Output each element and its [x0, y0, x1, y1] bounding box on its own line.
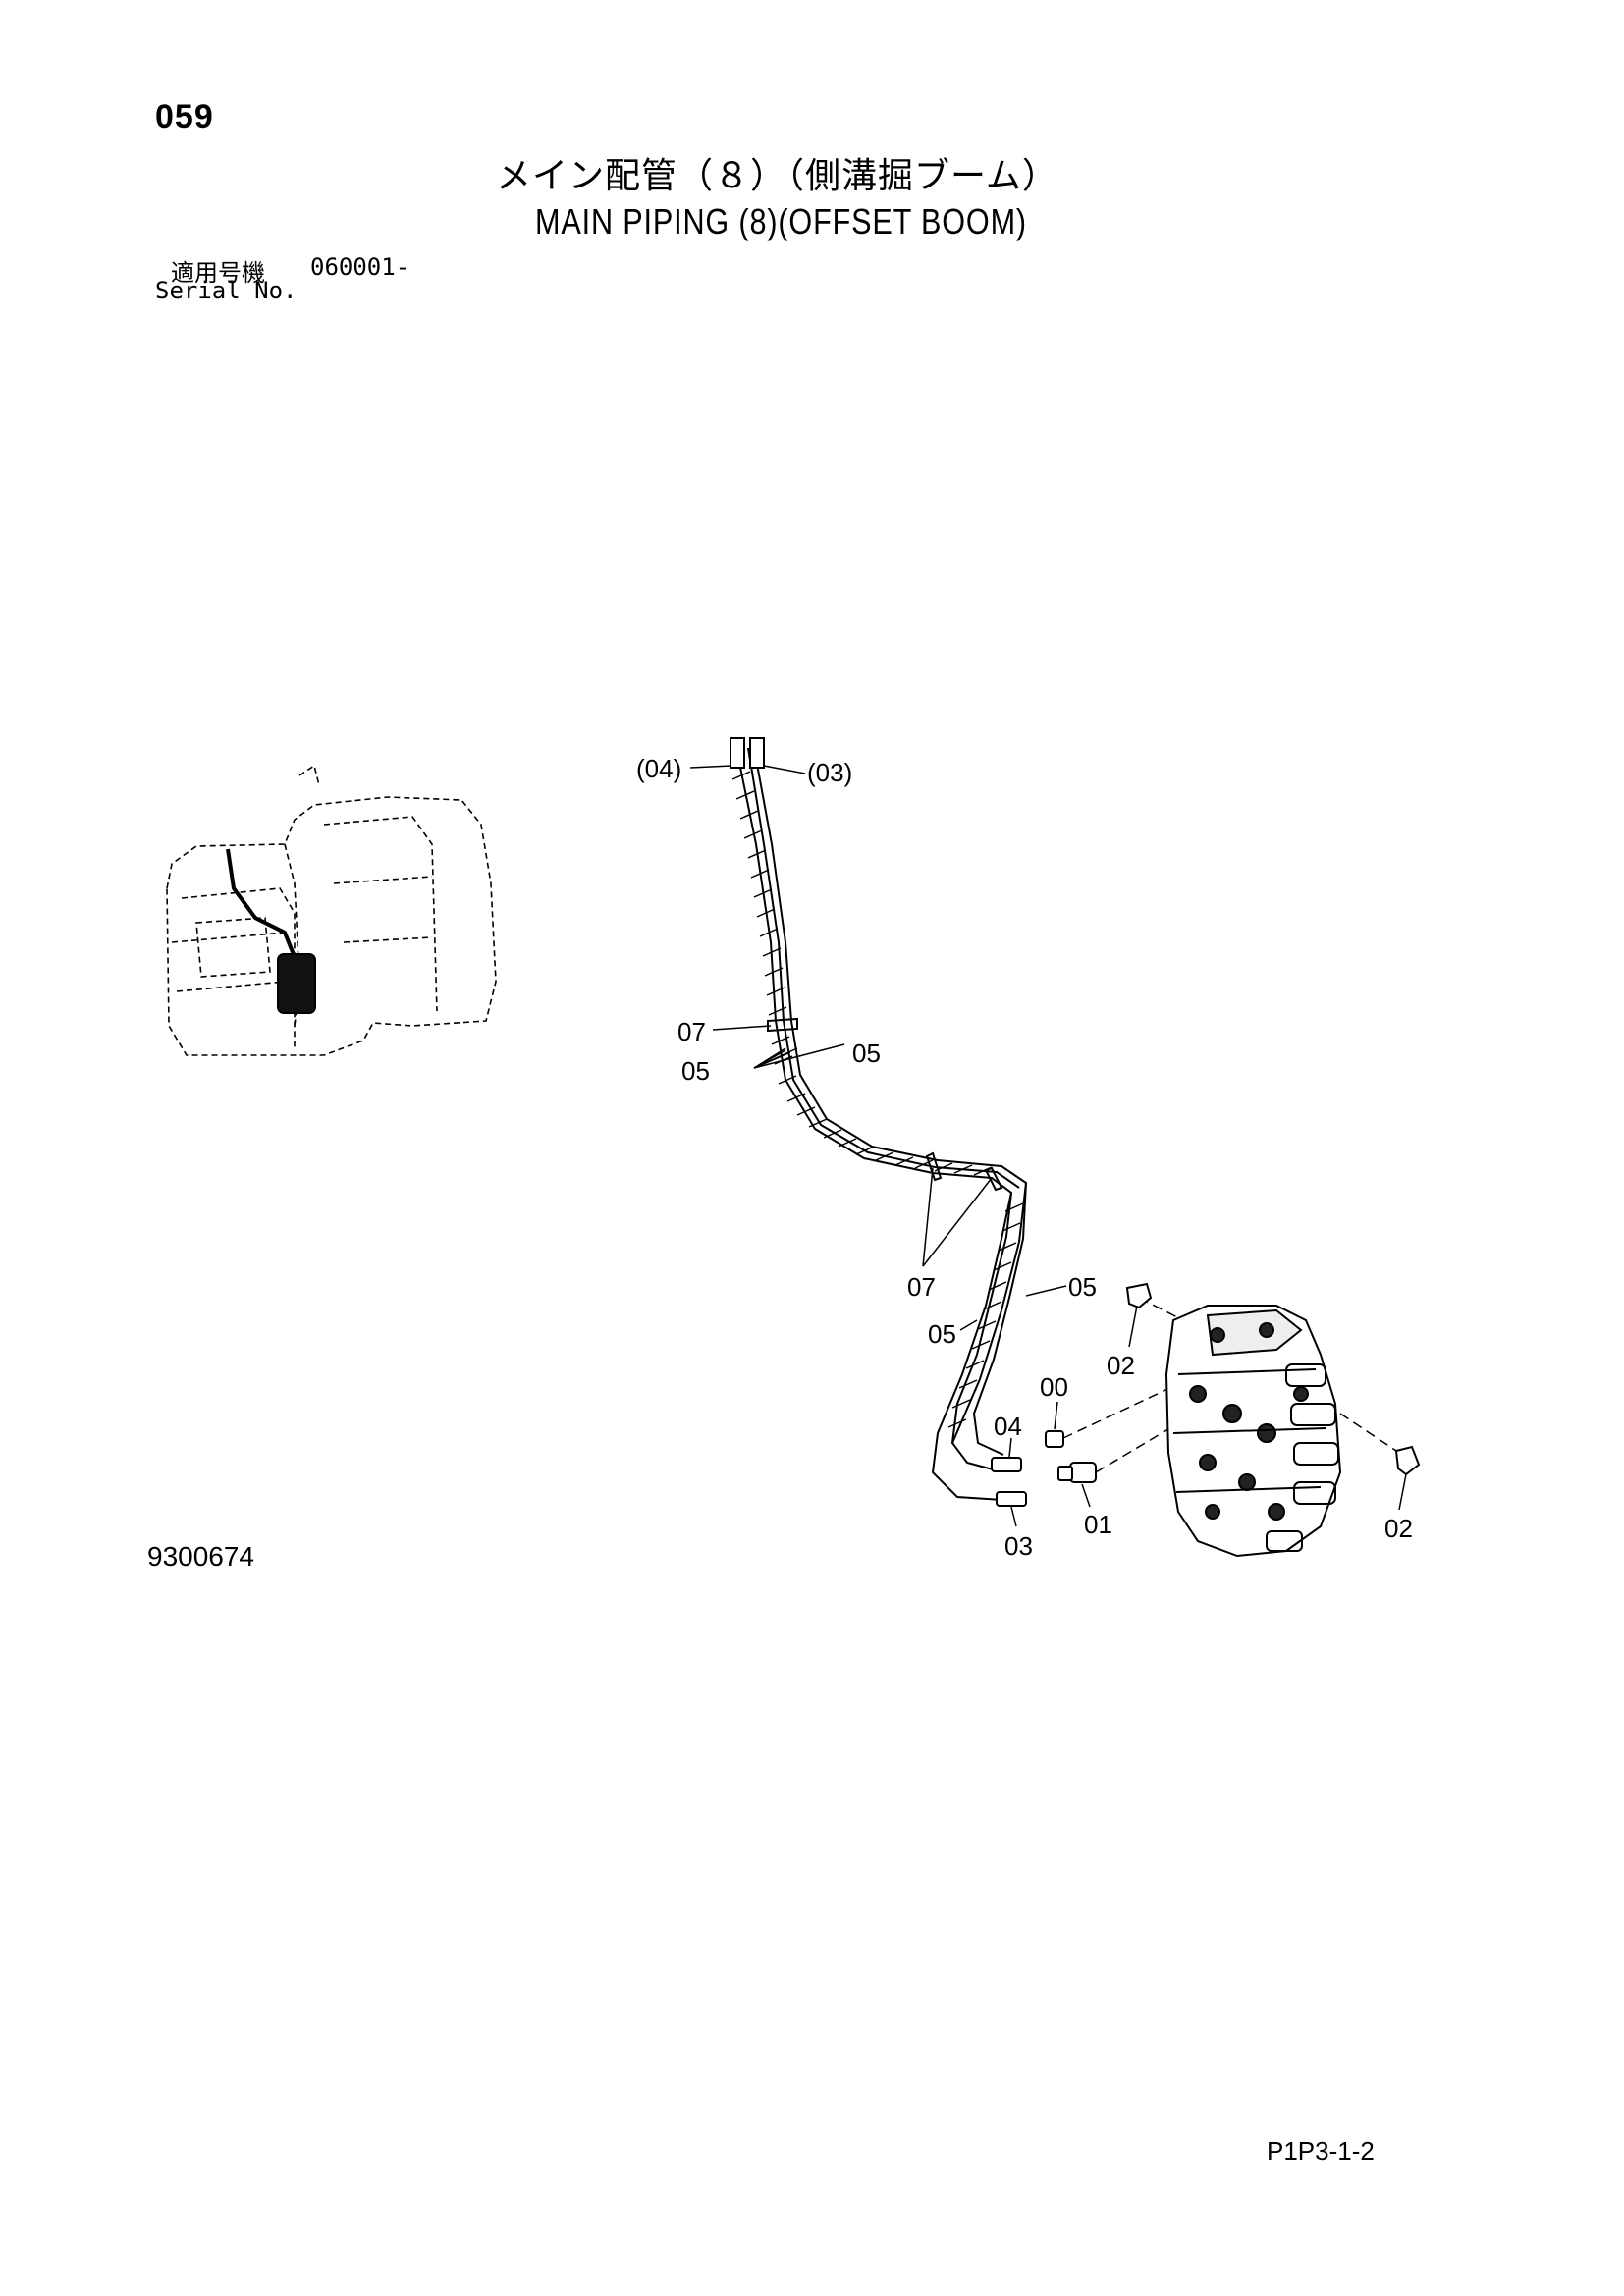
- wrap-mark: [958, 1379, 978, 1389]
- elbow-fittings: [1125, 1282, 1421, 1476]
- wrap-mark: [953, 1164, 973, 1174]
- wrap-mark: [762, 947, 782, 957]
- wrap-mark: [875, 1151, 894, 1161]
- hose-assembly: [735, 747, 1028, 1501]
- page-title-japanese: メイン配管（８）（側溝掘ブーム）: [496, 156, 1058, 196]
- wrap-mark: [855, 1146, 875, 1155]
- callout-05-upper-right: 05: [852, 1039, 881, 1068]
- wrap-mark: [756, 908, 776, 918]
- callout-05-lower-right: 05: [1068, 1272, 1097, 1302]
- adapters: [1045, 1430, 1097, 1483]
- figure-number: 9300674: [147, 1541, 255, 1572]
- wrap-mark: [750, 869, 770, 879]
- wrap-mark: [988, 1281, 1007, 1291]
- wrap-mark: [1004, 1202, 1024, 1212]
- wrap-mark: [838, 1138, 857, 1148]
- wrap-mark: [998, 1242, 1017, 1252]
- wrap-mark: [914, 1159, 934, 1169]
- page-number: 059: [155, 98, 214, 135]
- wrap-mark: [731, 771, 751, 780]
- wrap-mark: [739, 810, 759, 820]
- wrap-mark: [983, 1301, 1002, 1310]
- callout-07-upper: 07: [677, 1017, 706, 1046]
- wrap-mark: [947, 1418, 967, 1428]
- callout-04: 04: [994, 1412, 1022, 1441]
- wrap-mark: [743, 829, 763, 839]
- wrap-mark: [796, 1106, 816, 1116]
- callout-04-paren: (04): [636, 754, 681, 783]
- wrap-mark: [735, 790, 755, 800]
- wrap-mark: [778, 1075, 797, 1085]
- hose-clamps: [767, 1017, 1003, 1192]
- callout-03: 03: [1004, 1531, 1033, 1561]
- wrap-mark: [759, 928, 779, 937]
- wrap-mark: [766, 987, 785, 996]
- callout-05-upper-left: 05: [681, 1056, 710, 1086]
- wrap-mark: [894, 1156, 914, 1166]
- wrap-mark: [753, 888, 773, 898]
- page-title-english: MAIN PIPING (8)(OFFSET BOOM): [535, 201, 1027, 241]
- spiral-wrap: [731, 771, 1024, 1428]
- wrap-mark: [951, 1399, 971, 1409]
- hose-end-fittings: [991, 1457, 1027, 1507]
- wrap-mark: [977, 1320, 997, 1330]
- callout-00: 00: [1040, 1372, 1068, 1402]
- serial-label-english: Serial No.: [155, 277, 298, 304]
- callout-03-paren: (03): [807, 758, 852, 787]
- inset-highlight: [226, 848, 316, 1014]
- wrap-mark: [771, 1036, 790, 1045]
- callout-01: 01: [1084, 1510, 1112, 1539]
- wrap-mark: [823, 1129, 842, 1139]
- callout-labels: (04) (03) 07 05 05 07 05 05 02 00 04 01 …: [636, 754, 1413, 1561]
- serial-label-japanese: 適用号機: [171, 259, 265, 287]
- serial-number: 060001-: [310, 253, 410, 281]
- wrap-mark: [965, 1360, 985, 1369]
- sheet-code: P1P3-1-2: [1267, 2136, 1375, 2165]
- control-valve: [1164, 1305, 1342, 1558]
- hose-top-fittings: [730, 737, 765, 769]
- machine-location-inset: [166, 764, 497, 1056]
- wrap-mark: [971, 1340, 991, 1350]
- callout-02-right: 02: [1384, 1514, 1413, 1543]
- wrap-mark: [993, 1261, 1012, 1271]
- wrap-mark: [764, 967, 784, 977]
- callout-02-left: 02: [1107, 1351, 1135, 1380]
- wrap-mark: [768, 1006, 787, 1016]
- wrap-mark: [1001, 1222, 1021, 1232]
- wrap-mark: [808, 1118, 828, 1128]
- wrap-mark: [786, 1093, 806, 1102]
- callout-07-lower: 07: [907, 1272, 936, 1302]
- wrap-mark: [747, 849, 767, 859]
- leader-lines: [689, 765, 1407, 1527]
- callout-05-lower-left: 05: [928, 1319, 956, 1349]
